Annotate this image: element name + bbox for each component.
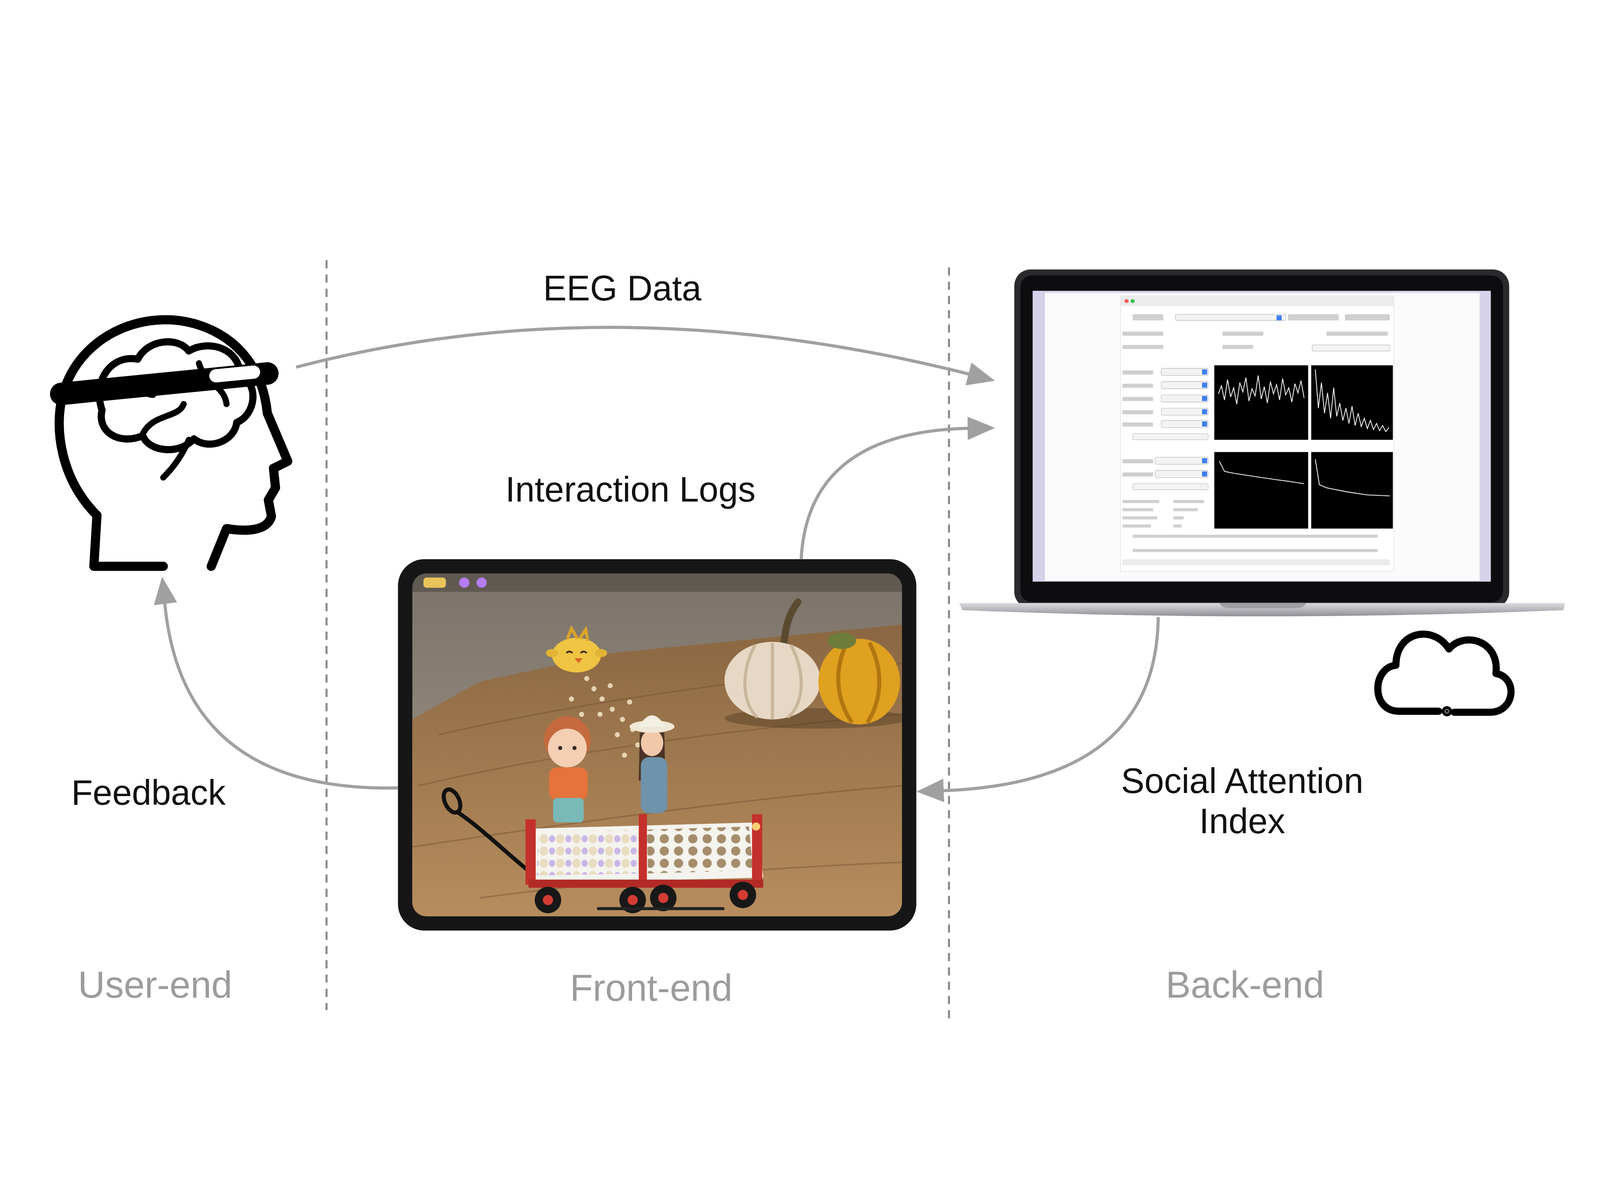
laptop bbox=[959, 269, 1566, 617]
desktop bbox=[1044, 292, 1480, 581]
app-icon bbox=[423, 577, 446, 588]
eeg-app-window bbox=[1120, 296, 1394, 572]
gourd-top bbox=[827, 632, 857, 650]
headband-sensor bbox=[208, 364, 261, 384]
laptop-notch bbox=[1219, 603, 1307, 609]
laptop-lid bbox=[1014, 269, 1510, 609]
chick bbox=[546, 628, 608, 673]
app-button bbox=[476, 577, 487, 588]
ar-scene bbox=[412, 573, 902, 917]
dashed-divider bbox=[948, 267, 950, 1019]
white-pumpkin bbox=[724, 641, 821, 720]
flow-arrow bbox=[296, 327, 984, 378]
wagon bbox=[440, 786, 764, 913]
girl-character bbox=[629, 715, 675, 814]
flow-arrow bbox=[163, 588, 399, 788]
edge-label: Interaction Logs bbox=[501, 467, 760, 512]
tier-label: User-end bbox=[78, 963, 233, 1007]
head-outline bbox=[59, 319, 288, 567]
meditation-plot bbox=[1311, 451, 1393, 529]
user-headset-area: User-end bbox=[51, 326, 297, 577]
app-button bbox=[459, 577, 470, 588]
tier-label: Back-end bbox=[1165, 963, 1325, 1007]
gourd bbox=[818, 638, 900, 725]
laptop-base bbox=[959, 603, 1566, 617]
tier-dividers bbox=[326, 260, 949, 1019]
pumpkin-stem bbox=[783, 601, 799, 645]
head-icon bbox=[59, 319, 288, 567]
boy-character bbox=[543, 716, 591, 823]
home-indicator bbox=[596, 907, 725, 911]
cloud-icon bbox=[1377, 633, 1511, 713]
status-bar bbox=[412, 573, 902, 592]
pumpkin-ribs bbox=[744, 642, 802, 720]
edge-label: Feedback bbox=[67, 771, 230, 815]
gourd-stripes bbox=[838, 642, 880, 723]
flow-arrow bbox=[801, 428, 984, 559]
wall bbox=[412, 573, 902, 917]
fft-plot bbox=[1311, 365, 1393, 440]
raw-eeg-plot bbox=[1214, 365, 1309, 440]
laptop-server-area: Back-end bbox=[994, 267, 1567, 618]
tier-label: Front-end bbox=[569, 966, 733, 1010]
engagement-plot bbox=[1214, 451, 1309, 529]
dashed-divider bbox=[325, 260, 328, 1011]
edge-label: EEG Data bbox=[539, 266, 706, 311]
edge-label: Social Attention Index bbox=[1097, 759, 1387, 844]
laptop-bezel bbox=[1020, 275, 1504, 602]
table-top bbox=[412, 624, 902, 917]
laptop-screen bbox=[1032, 290, 1492, 582]
tablet-app-area: Front-end bbox=[398, 558, 917, 931]
tablet-frame bbox=[398, 559, 917, 931]
tablet bbox=[398, 559, 917, 931]
